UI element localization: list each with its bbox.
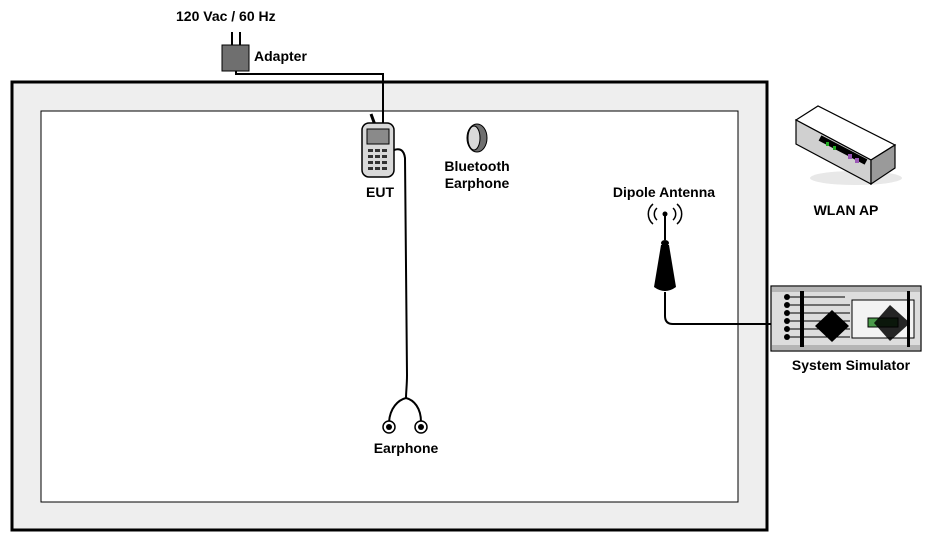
dipole-antenna-label: Dipole Antenna — [612, 184, 716, 200]
antenna-cable — [664, 292, 782, 325]
bluetooth-earphone-label-line1: Bluetooth — [444, 158, 510, 174]
wlan-ap-label: WLAN AP — [813, 202, 879, 218]
system-simulator-label: System Simulator — [791, 357, 911, 373]
earbud-left-icon — [382, 420, 396, 434]
antenna-icon — [647, 203, 683, 291]
earbud-right-icon — [414, 420, 428, 434]
adapter-icon — [221, 32, 250, 72]
system-simulator-icon — [770, 285, 922, 352]
earphone-split-left — [388, 397, 407, 423]
power-source-label: 120 Vac / 60 Hz — [176, 8, 276, 24]
adapter-cable — [235, 71, 384, 123]
wlan-ap-icon — [794, 105, 902, 186]
earphone-label: Earphone — [373, 440, 439, 456]
bluetooth-earphone-label-line2: Earphone — [444, 175, 510, 191]
adapter-label: Adapter — [254, 48, 307, 64]
phone-icon — [361, 113, 395, 178]
earphone-split-right — [405, 397, 422, 423]
earphone-cable — [393, 148, 409, 399]
eut-label: EUT — [366, 184, 394, 200]
bluetooth-earphone-icon — [466, 123, 488, 153]
